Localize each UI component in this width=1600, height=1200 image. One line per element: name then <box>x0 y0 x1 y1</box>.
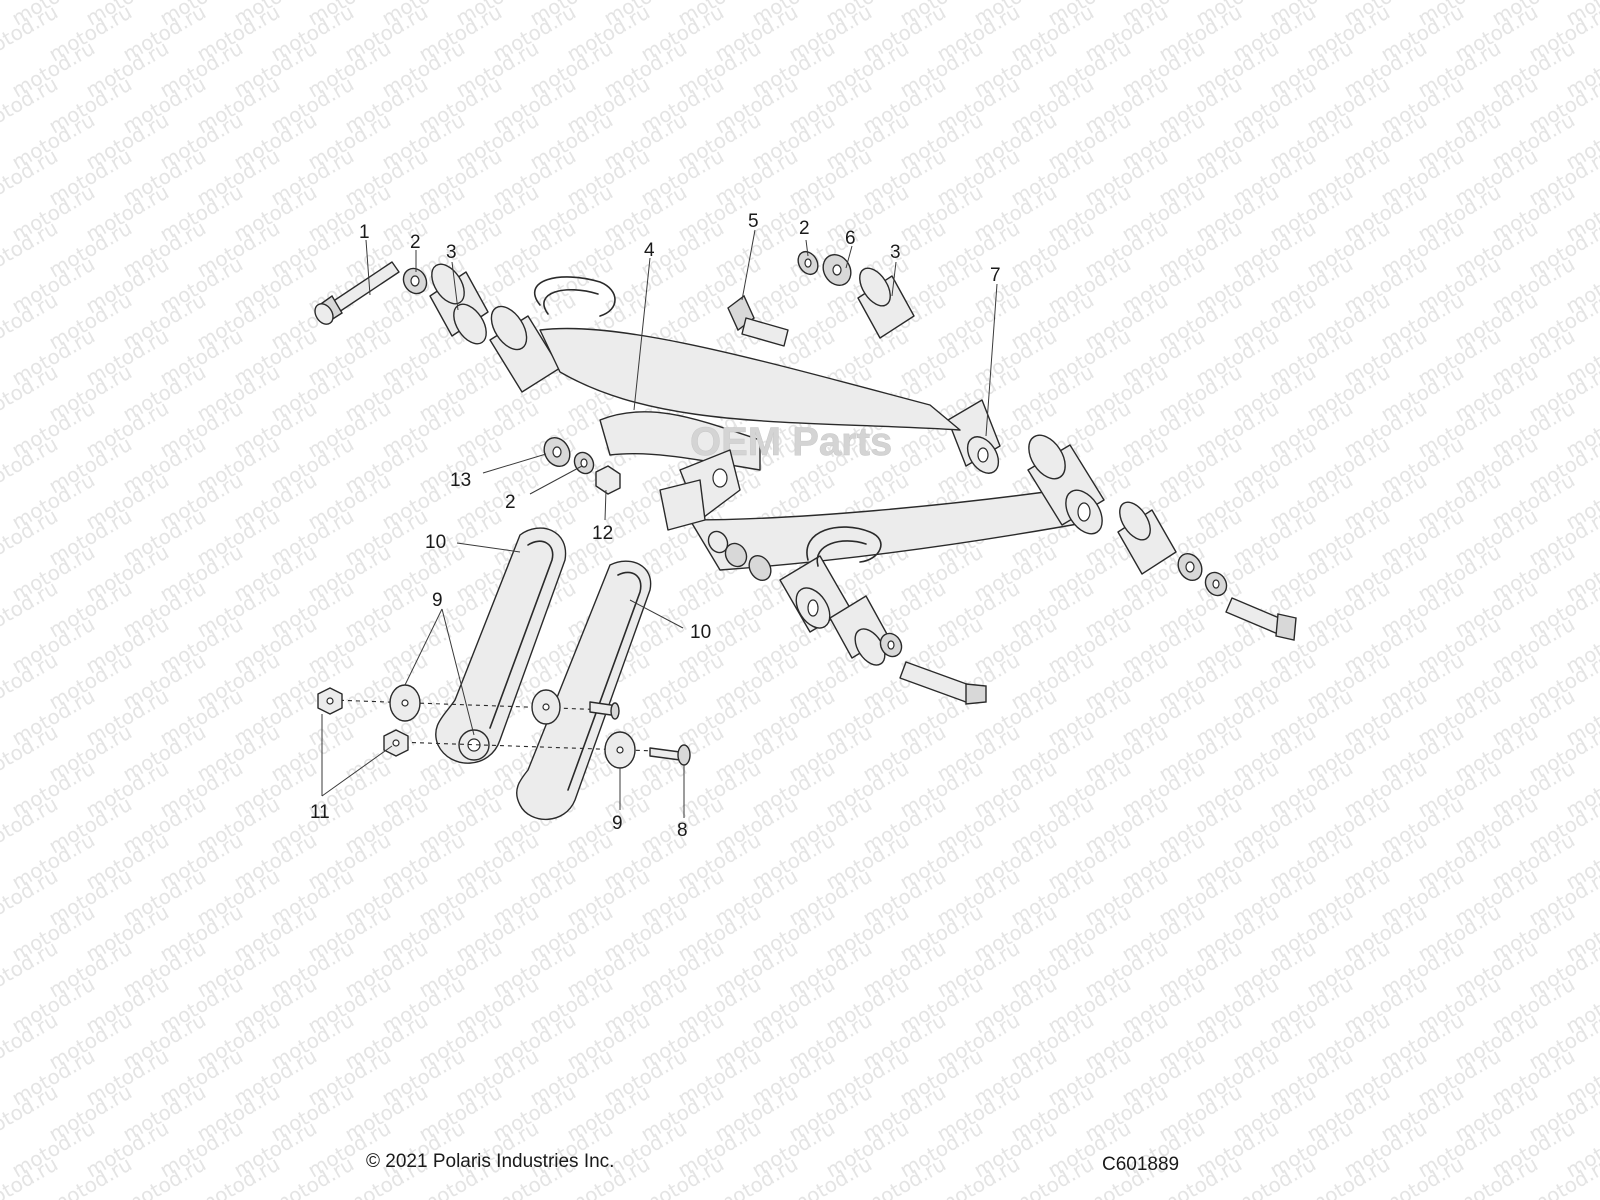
washer-9-upper <box>389 684 421 722</box>
callout-2: 2 <box>799 218 810 239</box>
callout-10: 10 <box>425 532 446 553</box>
figure-id: C601889 <box>1102 1154 1179 1175</box>
callout-4: 4 <box>644 240 655 261</box>
callout-13: 13 <box>450 470 471 491</box>
callout-9: 9 <box>612 813 623 834</box>
nut-11-lower <box>383 729 409 757</box>
callout-1: 1 <box>359 222 370 243</box>
callout-8: 8 <box>677 820 688 841</box>
callout-2: 2 <box>410 232 421 253</box>
nut-11-upper <box>317 687 343 715</box>
callout-3: 3 <box>890 242 901 263</box>
callout-9: 9 <box>432 590 443 611</box>
callout-5: 5 <box>748 211 759 232</box>
washer-9-lower <box>604 731 636 769</box>
callout-3: 3 <box>446 242 457 263</box>
callout-2: 2 <box>505 492 516 513</box>
callout-10: 10 <box>690 622 711 643</box>
copyright-text: © 2021 Polaris Industries Inc. <box>366 1151 614 1172</box>
washer-9-middle <box>531 689 561 725</box>
callout-12: 12 <box>592 523 613 544</box>
callout-11: 11 <box>310 802 330 823</box>
callout-7: 7 <box>990 265 1001 286</box>
callout-6: 6 <box>845 228 856 249</box>
